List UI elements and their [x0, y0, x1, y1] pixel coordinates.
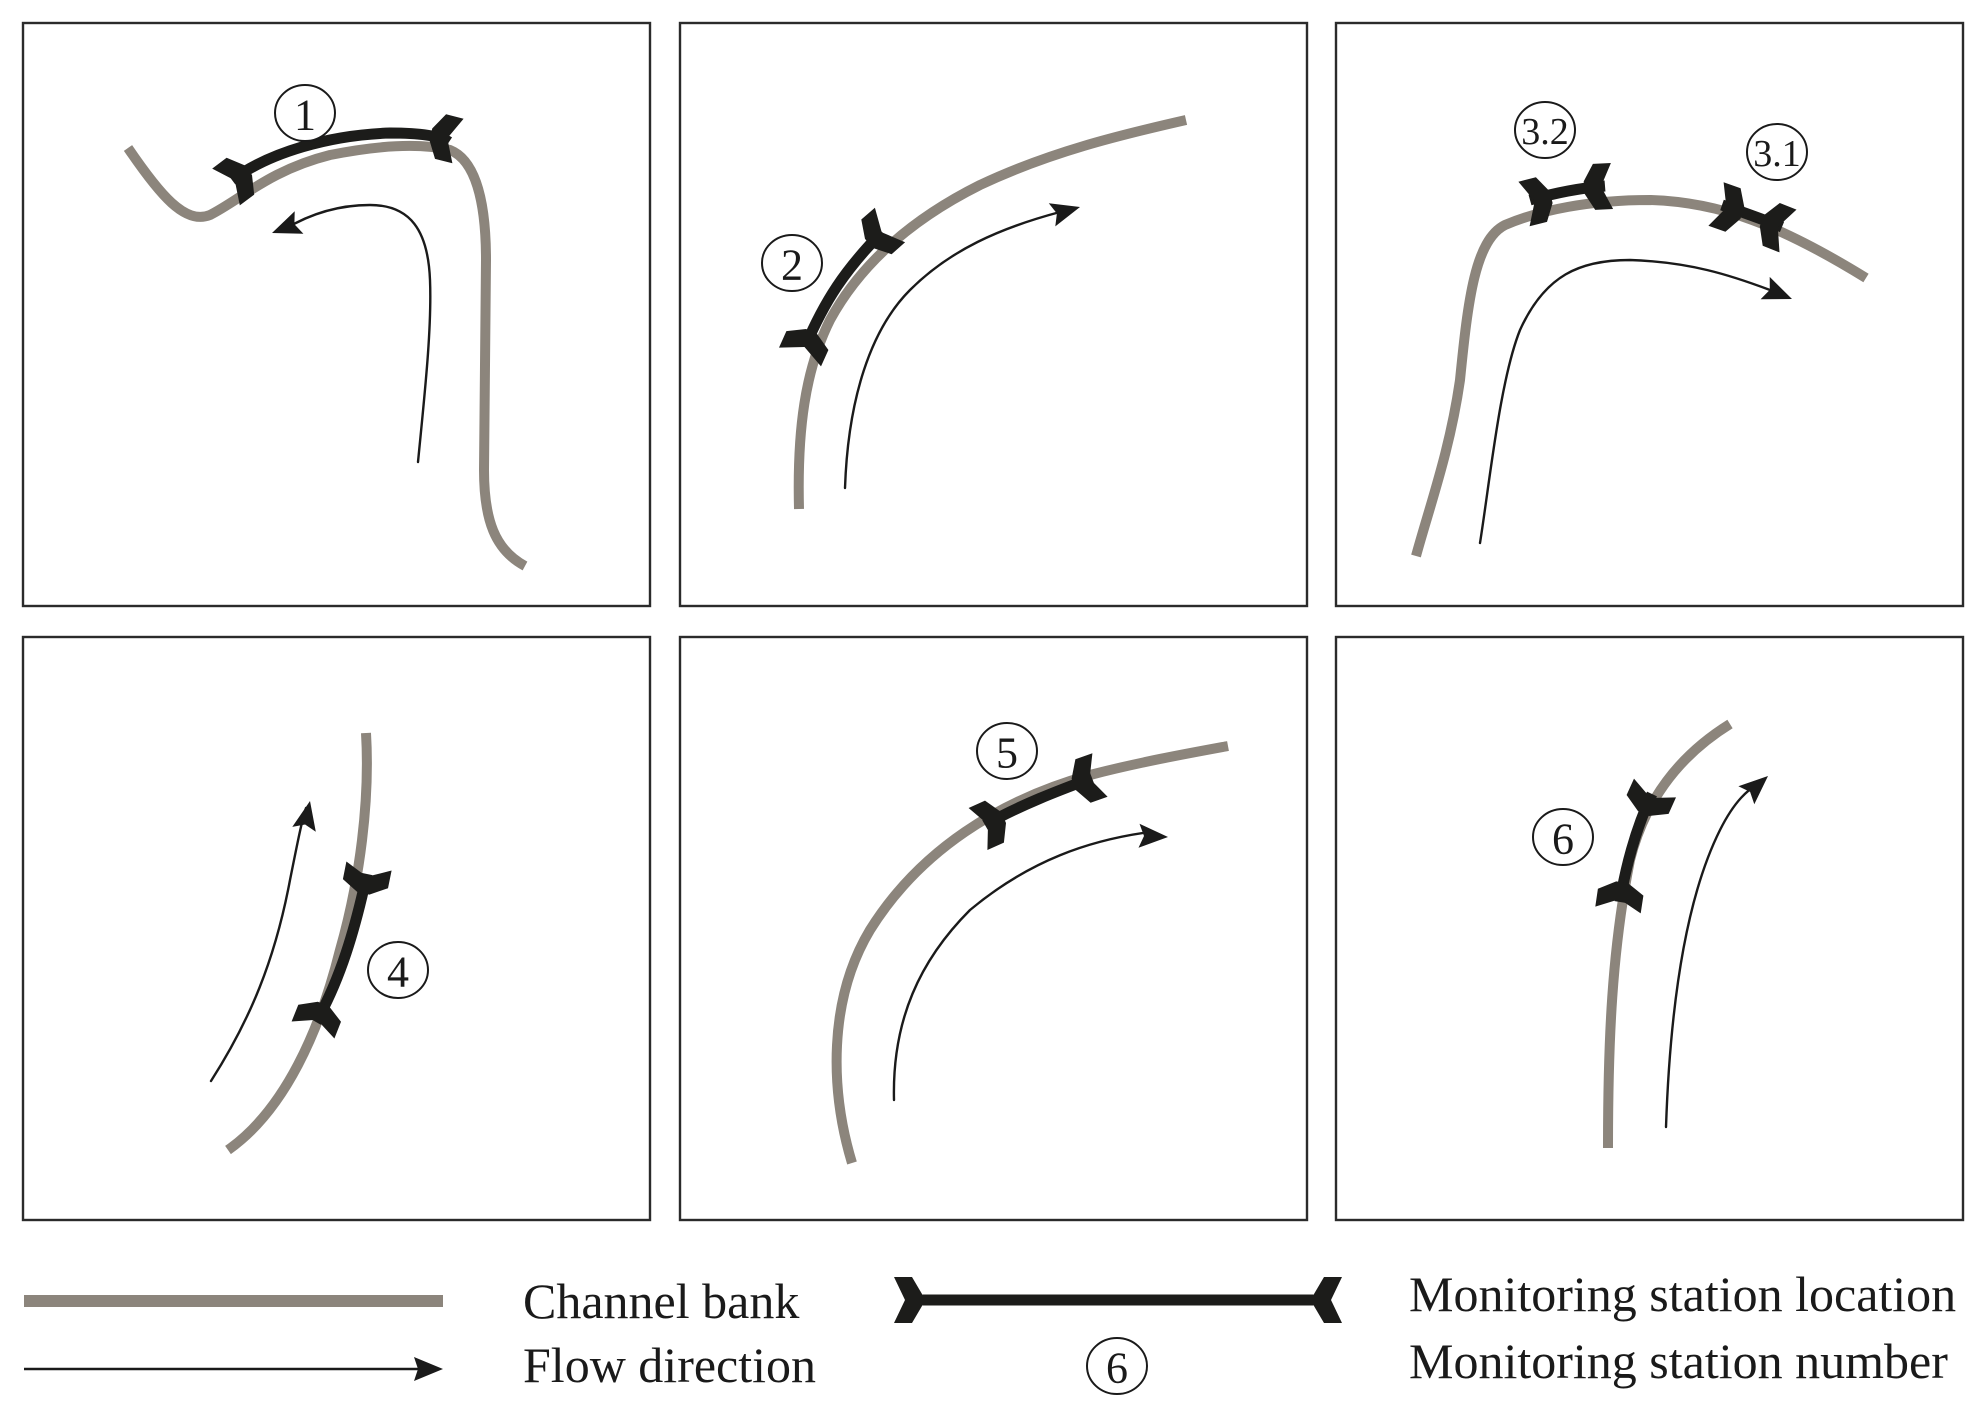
- flow-arrowhead-icon: [1048, 203, 1080, 227]
- flow-direction-line: [843, 210, 1062, 490]
- station-number-ring-icon: [976, 722, 1038, 780]
- station-location-marker: [212, 114, 464, 206]
- flow-arrowhead-icon: [272, 211, 304, 234]
- legend-flow-direction: Flow direction: [24, 1337, 816, 1393]
- legend-station-number-example: 6: [1106, 1344, 1128, 1393]
- legend-channel-bank: Channel bank: [24, 1273, 799, 1329]
- station-end-cap-icon: [212, 157, 255, 206]
- station-end-cap-icon: [1595, 881, 1644, 914]
- station-number-ring-icon: [274, 84, 336, 142]
- panel-2: 2: [678, 21, 1309, 608]
- panels: 1 2 3.2 3.1 4 5 6: [21, 21, 1965, 1222]
- legend-station-location: Monitoring station location: [894, 1266, 1956, 1323]
- station-end-cap-icon: [291, 1001, 341, 1039]
- station-number: 6: [1552, 815, 1574, 864]
- legend-station-number-ring-icon: [1086, 1337, 1148, 1395]
- panel-frame: [21, 21, 652, 608]
- station-number-label: 4: [367, 941, 429, 999]
- legend-station-number-label: Monitoring station number: [1409, 1333, 1948, 1389]
- station-end-cap-icon: [1071, 753, 1108, 803]
- panel-frame: [1334, 21, 1965, 608]
- station-number: 5: [996, 729, 1018, 778]
- station-number-label: 1: [274, 84, 336, 142]
- station-end-cap-icon: [1518, 177, 1553, 227]
- station-number-label: 3.2: [1514, 101, 1576, 159]
- station-number: 1: [294, 91, 316, 140]
- station-number-label: 2: [761, 234, 823, 292]
- legend-flow-direction-label: Flow direction: [523, 1337, 816, 1393]
- flow-arrowhead-icon: [292, 801, 316, 832]
- station-number-ring-icon: [761, 234, 823, 292]
- legend-station-symbol-icon: [894, 1277, 1342, 1323]
- station-location-marker: [1708, 182, 1797, 253]
- station-number-label: 3.1: [1746, 123, 1808, 181]
- station-end-cap-icon: [968, 800, 1006, 850]
- station-location-marker: [1595, 778, 1676, 914]
- legend-station-end-cap-icon: [894, 1277, 922, 1323]
- station-location-marker: [1518, 163, 1614, 227]
- legend-station-location-label: Monitoring station location: [1409, 1266, 1956, 1322]
- station-number: 3.1: [1753, 133, 1801, 175]
- station-number-label: 6: [1532, 808, 1594, 866]
- panel-5: 5: [678, 635, 1309, 1222]
- flow-direction-line: [1664, 780, 1762, 1129]
- channel-bank: [225, 732, 372, 1155]
- station-location-marker: [779, 207, 906, 367]
- station-number: 4: [387, 948, 409, 997]
- flow-arrowhead-icon: [1760, 276, 1792, 300]
- station-end-cap-icon: [1583, 163, 1614, 210]
- legend-station-number: 6 Monitoring station number: [1086, 1333, 1948, 1395]
- station-number-ring-icon: [1532, 808, 1594, 866]
- station-location-marker: [291, 861, 392, 1039]
- legend: Channel bank Flow direction Monitoring s…: [24, 1266, 1956, 1395]
- flow-direction-line: [283, 203, 432, 464]
- station-number: 2: [781, 241, 803, 290]
- flow-arrowhead-icon: [1738, 776, 1768, 805]
- station-end-cap-icon: [1626, 778, 1676, 816]
- legend-station-end-cap-icon: [1314, 1277, 1342, 1323]
- panel-frame: [21, 635, 652, 1222]
- flow-direction-line: [209, 806, 308, 1083]
- station-end-cap-icon: [1708, 182, 1745, 232]
- station-end-cap-icon: [779, 329, 829, 367]
- legend-channel-bank-label: Channel bank: [523, 1273, 799, 1329]
- station-end-cap-icon: [1759, 203, 1797, 253]
- flow-arrowhead-icon: [1138, 823, 1168, 848]
- station-end-cap-icon: [342, 861, 392, 895]
- channel-bank: [123, 140, 528, 571]
- panel-frame: [678, 21, 1309, 608]
- station-number-ring-icon: [367, 941, 429, 999]
- station-number-ring-icon: [1746, 123, 1808, 181]
- flow-direction-line: [1478, 258, 1772, 545]
- station-number-label: 5: [976, 722, 1038, 780]
- flow-direction-line: [892, 830, 1152, 1102]
- panel-4: 4: [21, 635, 652, 1222]
- station-number-ring-icon: [1514, 101, 1576, 159]
- panel-1: 1: [21, 21, 652, 608]
- channel-bank: [831, 741, 1229, 1165]
- station-location-marker: [968, 753, 1108, 850]
- panel-6: 6: [1334, 635, 1965, 1222]
- legend-flow-arrowhead-icon: [414, 1357, 443, 1381]
- panel-frame: [678, 635, 1309, 1222]
- station-number: 3.2: [1521, 111, 1569, 153]
- panel-frame: [1334, 635, 1965, 1222]
- station-end-cap-icon: [861, 207, 906, 255]
- station-end-cap-icon: [429, 114, 464, 164]
- panel-3: 3.2 3.1: [1334, 21, 1965, 608]
